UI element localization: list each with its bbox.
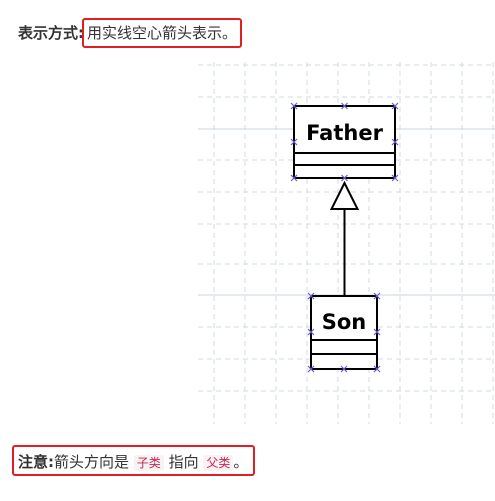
note-label: 注意: xyxy=(18,453,54,471)
handle-icon xyxy=(307,365,315,373)
selection-handles xyxy=(290,102,399,373)
handle-icon xyxy=(391,174,399,182)
parent-term-code: 父类 xyxy=(203,455,234,471)
note-line: 注意:箭头方向是 子类 指向 父类。 xyxy=(18,452,248,473)
uml-diagram-canvas: Father Son xyxy=(198,62,495,424)
representation-text: 用实线空心箭头表示。 xyxy=(87,24,238,42)
handle-icon xyxy=(290,138,298,146)
handle-icon xyxy=(391,102,399,110)
inheritance-arrow xyxy=(329,180,360,296)
child-term-code: 子类 xyxy=(133,455,164,471)
note-text-end: 。 xyxy=(233,453,249,471)
handle-icon xyxy=(307,328,315,336)
handle-icon xyxy=(307,292,315,300)
uml-diagram: Father Son xyxy=(198,62,495,424)
handle-icon xyxy=(290,102,298,110)
handle-icon xyxy=(391,138,399,146)
handle-icon xyxy=(341,102,348,110)
son-class-box: Son xyxy=(310,295,378,370)
handle-icon xyxy=(341,174,348,182)
father-class-name: Father xyxy=(306,121,384,145)
handle-icon xyxy=(373,365,381,373)
handle-icon xyxy=(340,365,348,373)
representation-label: 表示方式: xyxy=(18,24,84,42)
handle-icon xyxy=(290,174,298,182)
note-text-middle: 指向 xyxy=(168,453,199,471)
son-class-name: Son xyxy=(322,310,367,334)
representation-highlight: 用实线空心箭头表示。 xyxy=(82,18,243,48)
note-text-before: 箭头方向是 xyxy=(54,453,130,471)
representation-line: 表示方式:用实线空心箭头表示。 xyxy=(18,18,243,48)
handle-icon xyxy=(373,292,381,300)
note-highlight xyxy=(12,445,255,476)
handle-icon xyxy=(373,328,381,336)
hollow-arrowhead-icon xyxy=(329,180,360,210)
father-class-box: Father xyxy=(293,105,396,179)
son-class-border xyxy=(310,295,378,370)
